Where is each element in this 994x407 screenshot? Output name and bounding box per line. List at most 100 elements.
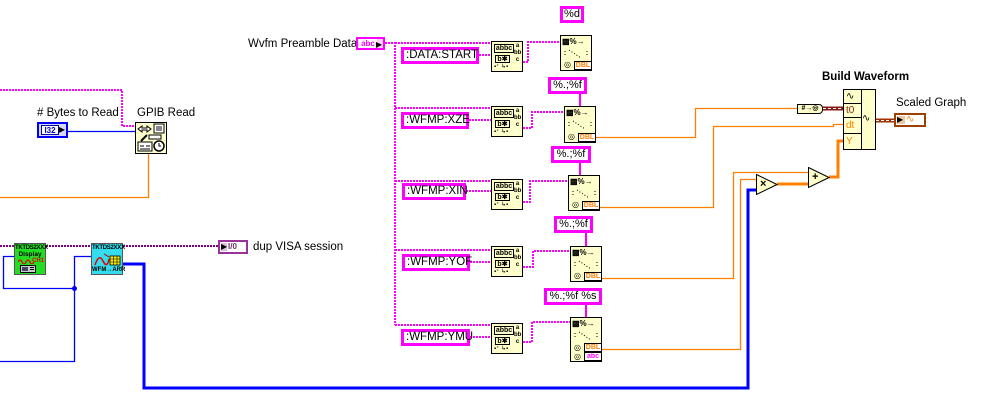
string-type-tag: abc	[359, 39, 377, 48]
bytes-to-read-control[interactable]: I32 ▶	[37, 122, 68, 138]
dbl-wire-gpib-output[interactable]	[0, 154, 150, 199]
command-constant-wfmp-ymu[interactable]: :WFMP:YMU	[401, 329, 473, 346]
bytes-to-read-label: # Bytes to Read	[37, 107, 119, 119]
substring-icon: abbc	[494, 182, 514, 191]
y-terminal[interactable]: Y	[846, 136, 853, 147]
regex-icon: b✱	[495, 120, 510, 128]
gpib-read-label: GPIB Read	[137, 107, 196, 119]
subvi-title: TKTDS2XXX	[15, 245, 48, 251]
regex-icon: b✱	[495, 55, 510, 63]
to-timestamp-node[interactable]: #→◎	[797, 104, 823, 114]
outputs-icon: a bb c	[514, 325, 522, 345]
scan-from-string-node[interactable]: ▩%→ ◎ DBL	[570, 246, 602, 282]
scan-icon: ▩%→	[572, 319, 595, 328]
dbl-wire-xin-to-dt[interactable]	[599, 123, 843, 209]
default-ring-icon: ◎	[564, 60, 571, 69]
add-symbol: +	[812, 171, 819, 183]
waveform-type-icon: ∿	[906, 114, 915, 125]
dup-visa-session-indicator[interactable]: ▶ I/0	[218, 240, 248, 254]
dbl-wire-ymu-to-multiply[interactable]	[602, 178, 757, 351]
string-wire-preamble-bus[interactable]	[385, 42, 396, 325]
int-wire-display-branch[interactable]	[2, 255, 75, 290]
default-ring-icon: ◎	[568, 132, 575, 141]
string-wire-match-scan-row3[interactable]	[523, 180, 568, 203]
scan-from-string-node[interactable]: ▩%→ ◎ DBL	[568, 175, 600, 211]
match-pattern-node[interactable]: abbc b✱ ▪⁺ ↳▪ a bb c	[491, 179, 523, 210]
format-constant-row3[interactable]: %.;%f	[551, 146, 591, 163]
command-constant-wfmp-xin[interactable]: :WFMP:XIN	[402, 183, 468, 200]
multiply-node[interactable]: ×	[756, 173, 779, 196]
scan-icon: ▩%→	[566, 108, 589, 117]
offset-icon: ▪⁺ ↳▪	[494, 64, 509, 70]
scan-diagonal-icon	[564, 49, 588, 59]
scan-from-string-node[interactable]: ▩%→ ◎ DBL	[560, 35, 592, 71]
command-constant-data-start[interactable]: :DATA:START	[401, 47, 479, 64]
offset-icon: ▪⁺ ↳▪	[494, 346, 509, 352]
gpib-read-icon	[137, 123, 165, 152]
waveform-to-array-icon	[94, 253, 121, 266]
tktds2xxx-display-subvi[interactable]: TKTDS2XXX Display CH1	[14, 243, 48, 275]
format-constant-row5[interactable]: %.;%f %s	[544, 288, 602, 305]
scaled-graph-label: Scaled Graph	[896, 97, 967, 109]
command-constant-wfmp-yof[interactable]: :WFMP:YOF	[402, 254, 472, 271]
multiply-triangle-icon	[756, 173, 779, 196]
match-pattern-node[interactable]: abbc b✱ ▪⁺ ↳▪ a bb c	[491, 41, 523, 72]
gpib-read-node[interactable]	[135, 122, 167, 154]
i32-type-tag: I32	[41, 125, 59, 135]
scan-from-string-node[interactable]: ▩%→ ◎ DBL	[564, 106, 596, 143]
scope-icon	[20, 265, 36, 273]
regex-icon: b✱	[495, 337, 510, 345]
build-waveform-label: Build Waveform	[822, 71, 910, 83]
match-pattern-node[interactable]: abbc b✱ ▪⁺ ↳▪ a bb c	[491, 323, 523, 354]
string-wire-match-scan-row4[interactable]	[523, 250, 570, 268]
terminal-arrow-icon: ▶	[58, 125, 65, 134]
match-pattern-node[interactable]: abbc b✱ ▪⁺ ↳▪ a bb c	[491, 106, 523, 137]
dt-terminal[interactable]: dt	[844, 118, 861, 134]
scan-icon: ▩%→	[572, 248, 595, 257]
default-ring-icon: ◎	[572, 200, 579, 209]
match-pattern-node[interactable]: abbc b✱ ▪⁺ ↳▪ a bb c	[491, 246, 523, 277]
dbl-output-terminal: DBL	[584, 343, 601, 352]
array-wire-add-to-y[interactable]	[829, 139, 843, 179]
scan-diagonal-icon	[574, 260, 598, 270]
dbl-wire-xze-to-t0[interactable]	[596, 107, 797, 139]
add-triangle-icon	[808, 166, 831, 189]
outputs-icon: a bb c	[514, 181, 522, 201]
waveform-input-terminal[interactable]: ∿	[844, 90, 861, 104]
format-constant-row1[interactable]: %d	[560, 6, 584, 23]
multiply-symbol: ×	[760, 178, 767, 190]
string-wire-match-scan-row1[interactable]	[523, 41, 560, 63]
string-wire-match-scan-row5[interactable]	[523, 321, 570, 343]
channel-label: CH1	[31, 258, 44, 264]
outputs-icon: a bb c	[514, 108, 522, 128]
string-output-terminal: abc	[584, 352, 601, 361]
build-waveform-node[interactable]: ∿ t0 dt Y ∿	[843, 89, 876, 150]
format-constant-row4[interactable]: %.;%f	[554, 216, 593, 233]
dbl-output-terminal: DBL	[582, 201, 599, 210]
int-array-wire-raw-data[interactable]	[123, 188, 757, 390]
scan-from-string-node[interactable]: ▩%→ ◎ ◎ DBL abc	[570, 317, 602, 362]
int-wire-wfm-branch[interactable]	[0, 255, 91, 363]
offset-icon: ▪⁺ ↳▪	[494, 129, 509, 135]
substring-icon: abbc	[494, 326, 514, 335]
wire-junction-dot	[72, 286, 77, 291]
dbl-output-terminal: DBL	[574, 61, 591, 70]
t0-terminal[interactable]: t0	[844, 104, 861, 118]
format-constant-row2[interactable]: %.;%f	[548, 77, 587, 94]
string-wire-match-scan-row2[interactable]	[523, 111, 564, 129]
dbl-wire-yof-to-add[interactable]	[601, 171, 809, 280]
visa-type-tag: I/0	[228, 242, 237, 251]
scaled-graph-indicator[interactable]: ▶ ∿	[894, 113, 926, 127]
offset-icon: ▪⁺ ↳▪	[494, 269, 509, 275]
add-node[interactable]: +	[808, 166, 831, 189]
terminal-arrow-icon: ▶	[375, 40, 382, 49]
command-constant-wfmp-xze[interactable]: :WFMP:XZE	[401, 112, 470, 129]
terminal-arrow-icon: ▶	[897, 115, 905, 124]
string-wire-gpib-input[interactable]	[0, 89, 135, 127]
preamble-data-control[interactable]: abc ▶	[356, 37, 385, 50]
tktds2xxx-wfm-to-arr-subvi[interactable]: TKTDS2XXX WFM→ARR	[91, 243, 125, 275]
substring-icon: abbc	[494, 44, 514, 53]
terminal-arrow-icon: ▶	[221, 242, 228, 251]
